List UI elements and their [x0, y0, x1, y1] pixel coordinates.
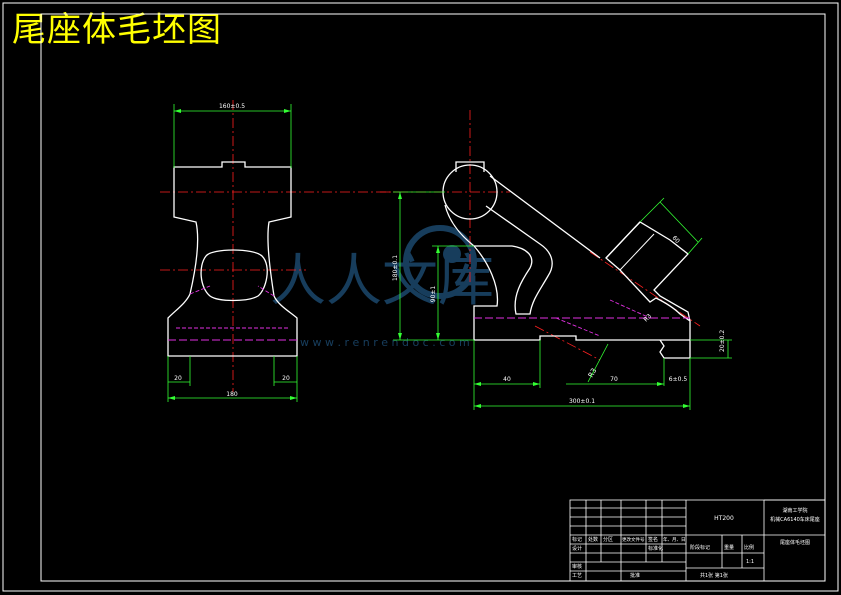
tb-material: HT200: [714, 515, 734, 522]
dim-left-top: 160±0.5: [219, 103, 245, 110]
watermark-main: 人人文库: [270, 249, 494, 314]
tb-label-design: 设计: [572, 545, 582, 552]
dim-right-base-small: 6±0.5: [669, 376, 688, 383]
dim-left-bottom-left: 20: [174, 375, 182, 382]
left-view: 160±0.5 20 20 180: [160, 100, 400, 402]
tb-drawing-name: 尾座体毛坯图: [780, 539, 810, 546]
watermark-url: w w w . r e n r e n d o c . c o m: [300, 336, 470, 349]
tb-label-zone: 分区: [603, 536, 613, 543]
tb-label-approve: 批准: [630, 572, 640, 579]
dim-right-left-base: 40: [503, 376, 511, 383]
dim-right-small: 20±0.2: [719, 330, 726, 352]
right-view: 180±0.1 90±1 60 R3 R3 20±0.2 40 70 6±0.5: [380, 110, 732, 410]
tb-label-count: 处数: [588, 536, 598, 543]
tb-label-date: 年、月、日: [663, 536, 686, 543]
dim-right-mid-base: 70: [610, 376, 618, 383]
title-block: [569, 499, 826, 582]
tb-scale-value: 1:1: [746, 559, 754, 565]
page-title: 尾座体毛坯图: [12, 10, 222, 50]
dim-line-boss: [659, 201, 699, 243]
tb-label-mark: 标记: [572, 536, 582, 543]
inner-frame: [40, 13, 826, 582]
tb-label-std: 标准化: [648, 545, 663, 552]
tb-label-scale: 比例: [744, 544, 754, 551]
title-block-text: HT200 湖南工学院 机械CA6140车床尾座 尾座体毛坯图 标记 处数 分区…: [572, 507, 820, 579]
right-body-outline: [444, 204, 691, 341]
dim-right-height-outer: 180±0.1: [392, 255, 399, 281]
watermark: 人人文库 w w w . r e n r e n d o c . c o m: [270, 225, 494, 349]
tb-label-docno: 更改文件号: [622, 536, 645, 543]
dim-right-angle-a: R3: [642, 313, 653, 324]
dim-left-base: 180: [226, 391, 238, 398]
tb-label-weight: 重量: [724, 544, 734, 551]
tb-project: 机械CA6140车床尾座: [770, 516, 820, 523]
tb-label-stage: 阶段标记: [690, 544, 710, 551]
dim-left-bottom-right: 20: [282, 375, 290, 382]
dim-right-boss: 60: [671, 235, 681, 245]
left-body-outline: [167, 161, 298, 357]
tb-sheet: 共1张 第1张: [700, 572, 728, 579]
dim-right-height-inner: 90±1: [430, 286, 437, 303]
tb-school: 湖南工学院: [782, 507, 807, 514]
tb-label-check: 审核: [572, 563, 582, 570]
right-boss-axis: [589, 251, 701, 327]
left-parting-lines: [176, 285, 290, 329]
tb-label-process: 工艺: [572, 573, 582, 579]
left-window: [200, 249, 268, 302]
tb-label-sign: 签名: [648, 536, 658, 543]
dim-right-total: 300±0.1: [569, 398, 595, 405]
